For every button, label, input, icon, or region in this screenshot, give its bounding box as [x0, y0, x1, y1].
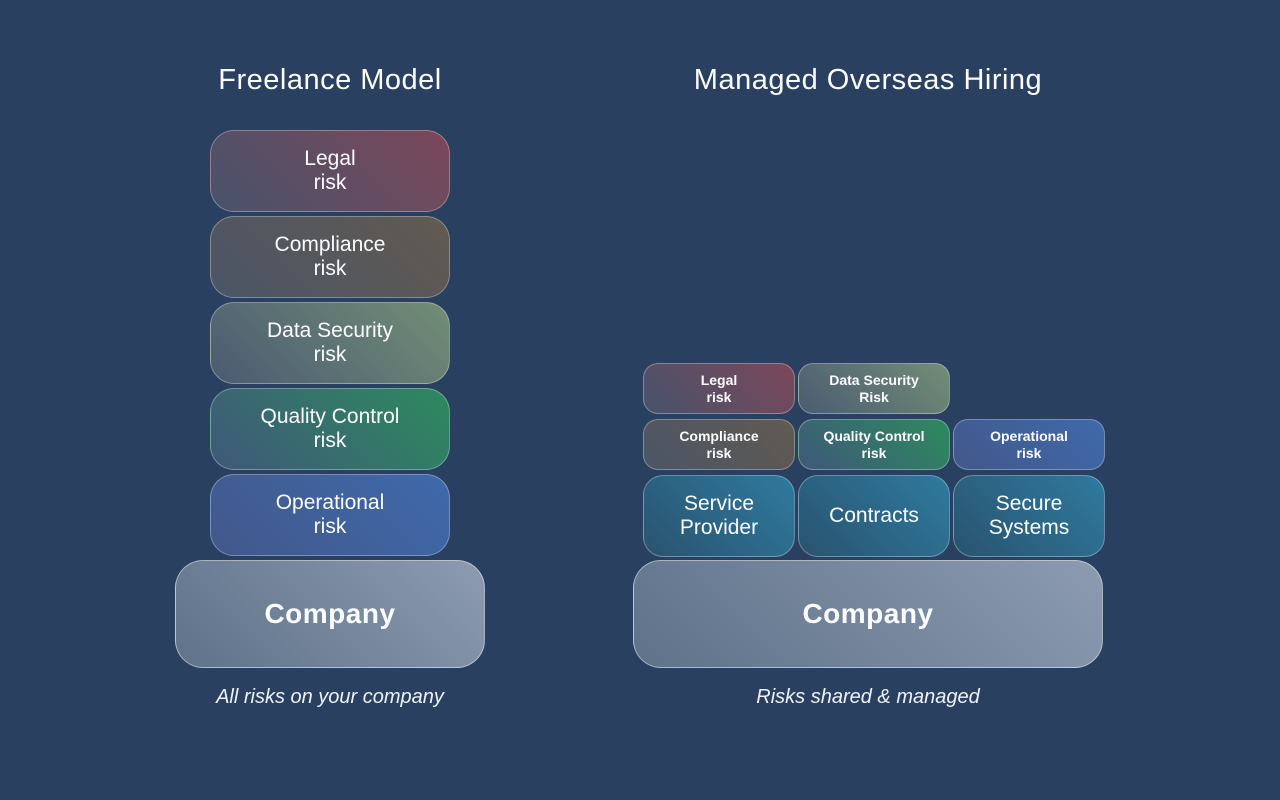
risk-label: Legal [700, 372, 738, 389]
risk-box-legal-small: Legal risk [643, 363, 795, 414]
risk-box-operational: Operational risk [210, 474, 450, 556]
risk-box-operational-small: Operational risk [953, 419, 1105, 470]
mitigation-sublabel: Provider [679, 516, 759, 539]
risk-label: Quality Control [823, 428, 925, 445]
risk-label: Operational [275, 490, 385, 514]
company-label: Company [264, 598, 396, 629]
risk-box-quality-control-small: Quality Control risk [798, 419, 950, 470]
mitigation-label: Service [683, 491, 755, 515]
risk-box-compliance: Compliance risk [210, 216, 450, 298]
risk-sublabel: risk [706, 388, 732, 405]
company-box-left: Company [175, 560, 485, 668]
left-caption: All risks on your company [216, 686, 444, 708]
right-caption: Risks shared & managed [756, 686, 980, 708]
risk-box-quality-control: Quality Control risk [210, 388, 450, 470]
risk-box-compliance-small: Compliance risk [643, 419, 795, 470]
risk-box-legal: Legal risk [210, 130, 450, 212]
mitigation-box-secure-systems: Secure Systems [953, 475, 1105, 557]
risk-label: Operational [990, 428, 1068, 445]
risk-label: Quality Control [260, 404, 400, 428]
risk-label: Data Security [829, 372, 919, 389]
risk-sublabel: Risk [859, 388, 889, 405]
risk-label: Compliance [679, 428, 759, 445]
risk-sublabel: risk [1016, 444, 1042, 461]
right-column-title: Managed Overseas Hiring [693, 64, 1043, 96]
risk-sublabel: risk [313, 257, 347, 280]
mitigation-box-contracts: Contracts [798, 475, 950, 557]
risk-sublabel: risk [313, 343, 347, 366]
left-column-title: Freelance Model [218, 64, 442, 96]
company-label: Company [802, 598, 934, 629]
risk-label: Legal [304, 146, 356, 170]
risk-label: Compliance [274, 232, 386, 256]
risk-sublabel: risk [313, 171, 347, 194]
company-box-right: Company [633, 560, 1103, 668]
risk-sublabel: risk [861, 444, 887, 461]
risk-sublabel: risk [706, 444, 732, 461]
risk-sublabel: risk [313, 515, 347, 538]
mitigation-box-service-provider: Service Provider [643, 475, 795, 557]
mitigation-sublabel: Systems [988, 516, 1070, 539]
risk-label: Data Security [266, 318, 394, 342]
risk-box-data-security-small: Data Security Risk [798, 363, 950, 414]
mitigation-label: Secure [995, 491, 1063, 515]
mitigation-label: Contracts [829, 503, 919, 527]
risk-sublabel: risk [313, 429, 347, 452]
risk-box-data-security: Data Security risk [210, 302, 450, 384]
